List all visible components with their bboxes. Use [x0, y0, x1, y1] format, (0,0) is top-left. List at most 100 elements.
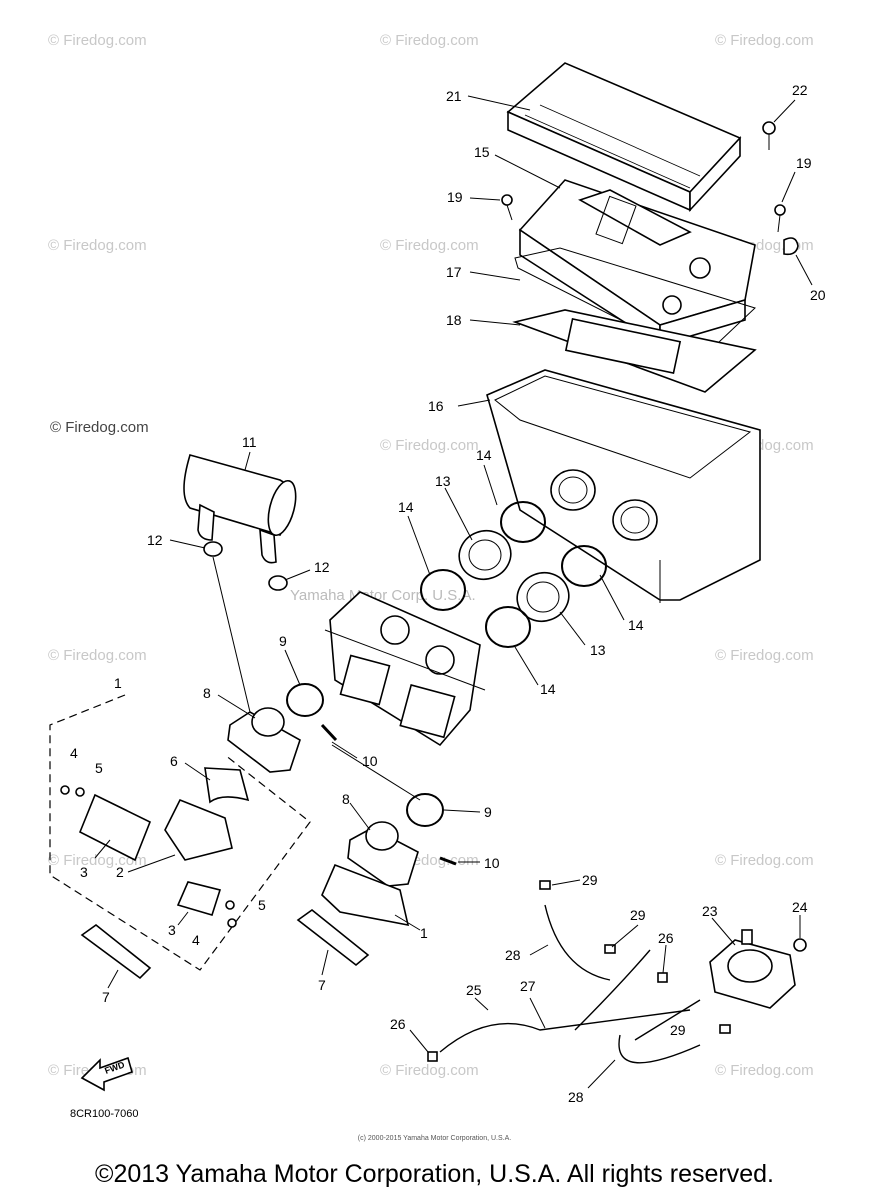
screw-19-left [501, 194, 513, 221]
fine-print: (c) 2000-2015 Yamaha Motor Corporation, … [357, 1135, 512, 1142]
link-line [212, 556, 251, 713]
clamp-14-b [420, 569, 466, 611]
callout-22: 22 [792, 82, 808, 98]
callout-28: 28 [505, 947, 521, 963]
callout-2: 2 [116, 864, 124, 880]
callout-25: 25 [466, 982, 482, 998]
reed-valve-group-outline [49, 694, 311, 971]
screw-22 [762, 99, 796, 150]
reed-valve-assembly [78, 767, 250, 916]
callout-16: 16 [428, 398, 444, 414]
clamp-14-c [561, 545, 607, 587]
intake-manifold-8-lower [347, 821, 419, 887]
clip-29-c [719, 1024, 731, 1034]
clamp-14-a [500, 501, 546, 543]
callout-27: 27 [520, 978, 536, 994]
carburetor-joint-13-lower [516, 571, 570, 623]
callout-14: 14 [628, 617, 644, 633]
callout-1: 1 [420, 925, 428, 941]
screw-24 [793, 938, 807, 952]
watermark: © Firedog.com [380, 32, 479, 49]
watermark: © Firedog.com [715, 852, 814, 869]
watermark-layer: © Firedog.com © Firedog.com © Firedog.co… [48, 32, 814, 1079]
callout-labels: 1 1 2 3 3 4 4 5 5 6 7 7 8 8 9 9 10 10 11… [70, 82, 826, 1105]
callout-8: 8 [203, 685, 211, 701]
callout-20: 20 [810, 287, 826, 303]
callout-7: 7 [102, 989, 110, 1005]
callout-1: 1 [114, 675, 122, 691]
callout-29: 29 [630, 907, 646, 923]
clip-26-b [427, 1051, 438, 1062]
cap-12-a [203, 541, 223, 557]
gasket-7-left [80, 923, 152, 980]
leader-lines [94, 95, 813, 1089]
bolt-10-lower [439, 856, 457, 866]
reed-valve-1-right [321, 863, 410, 927]
washer-5-a [75, 787, 85, 797]
callout-7: 7 [318, 977, 326, 993]
callout-14: 14 [398, 499, 414, 515]
callout-12: 12 [314, 559, 330, 575]
callout-23: 23 [702, 903, 718, 919]
gasket-17 [514, 247, 756, 361]
drawing-code: 8CR100-7060 [70, 1108, 139, 1120]
clamp-14-d [485, 606, 531, 648]
fwd-arrow: FWD [80, 1056, 133, 1092]
bolt-10-upper [320, 723, 338, 742]
callout-29: 29 [582, 872, 598, 888]
callout-17: 17 [446, 264, 462, 280]
watermark-dark: © Firedog.com [50, 419, 149, 436]
watermark: © Firedog.com [48, 852, 147, 869]
screw-4-b [227, 918, 237, 928]
airbox-cover-21 [506, 62, 742, 213]
callout-4: 4 [192, 932, 200, 948]
intake-silencer-11 [183, 454, 297, 564]
callout-24: 24 [792, 899, 808, 915]
callout-9: 9 [484, 804, 492, 820]
callout-18: 18 [446, 312, 462, 328]
callout-8: 8 [342, 791, 350, 807]
screw-4-a [60, 785, 70, 795]
cap-12-b [268, 575, 288, 591]
callout-13: 13 [590, 642, 606, 658]
center-watermark: Yamaha Motor Corp. U.S.A. [290, 587, 476, 604]
callout-10: 10 [484, 855, 500, 871]
watermark: © Firedog.com [715, 32, 814, 49]
fuel-hoses [439, 904, 701, 1064]
callout-3: 3 [168, 922, 176, 938]
carburetor-joint-13-upper [458, 529, 512, 581]
callout-28: 28 [568, 1089, 584, 1105]
callout-10: 10 [362, 753, 378, 769]
gasket-7-right [296, 908, 370, 967]
callout-3: 3 [80, 864, 88, 880]
callout-5: 5 [258, 897, 266, 913]
clamp-9-lower [406, 793, 444, 827]
clip-29-a [539, 880, 551, 890]
clip-29-b [604, 944, 616, 954]
callout-5: 5 [95, 760, 103, 776]
callout-21: 21 [446, 88, 462, 104]
copyright-footer: ©2013 Yamaha Motor Corporation, U.S.A. A… [95, 1160, 774, 1188]
watermark: © Firedog.com [380, 1062, 479, 1079]
callout-14: 14 [540, 681, 556, 697]
watermark: © Firedog.com [48, 647, 147, 664]
watermark: © Firedog.com [48, 237, 147, 254]
watermark: © Firedog.com [380, 237, 479, 254]
callout-6: 6 [170, 753, 178, 769]
callout-15: 15 [474, 144, 490, 160]
callout-26: 26 [658, 930, 674, 946]
watermark: © Firedog.com [715, 1062, 814, 1079]
carburetor-assembly [324, 591, 486, 747]
callout-4: 4 [70, 745, 78, 761]
callout-19: 19 [447, 189, 463, 205]
airbox-lower-16 [486, 369, 761, 603]
watermark: © Firedog.com [715, 647, 814, 664]
washer-5-b [225, 900, 235, 910]
callout-19: 19 [796, 155, 812, 171]
callout-11: 11 [242, 434, 257, 450]
callout-26: 26 [390, 1016, 406, 1032]
clamp-9-upper [286, 683, 324, 717]
clip-26-a [657, 972, 668, 983]
fuel-pump-23 [709, 929, 796, 1009]
